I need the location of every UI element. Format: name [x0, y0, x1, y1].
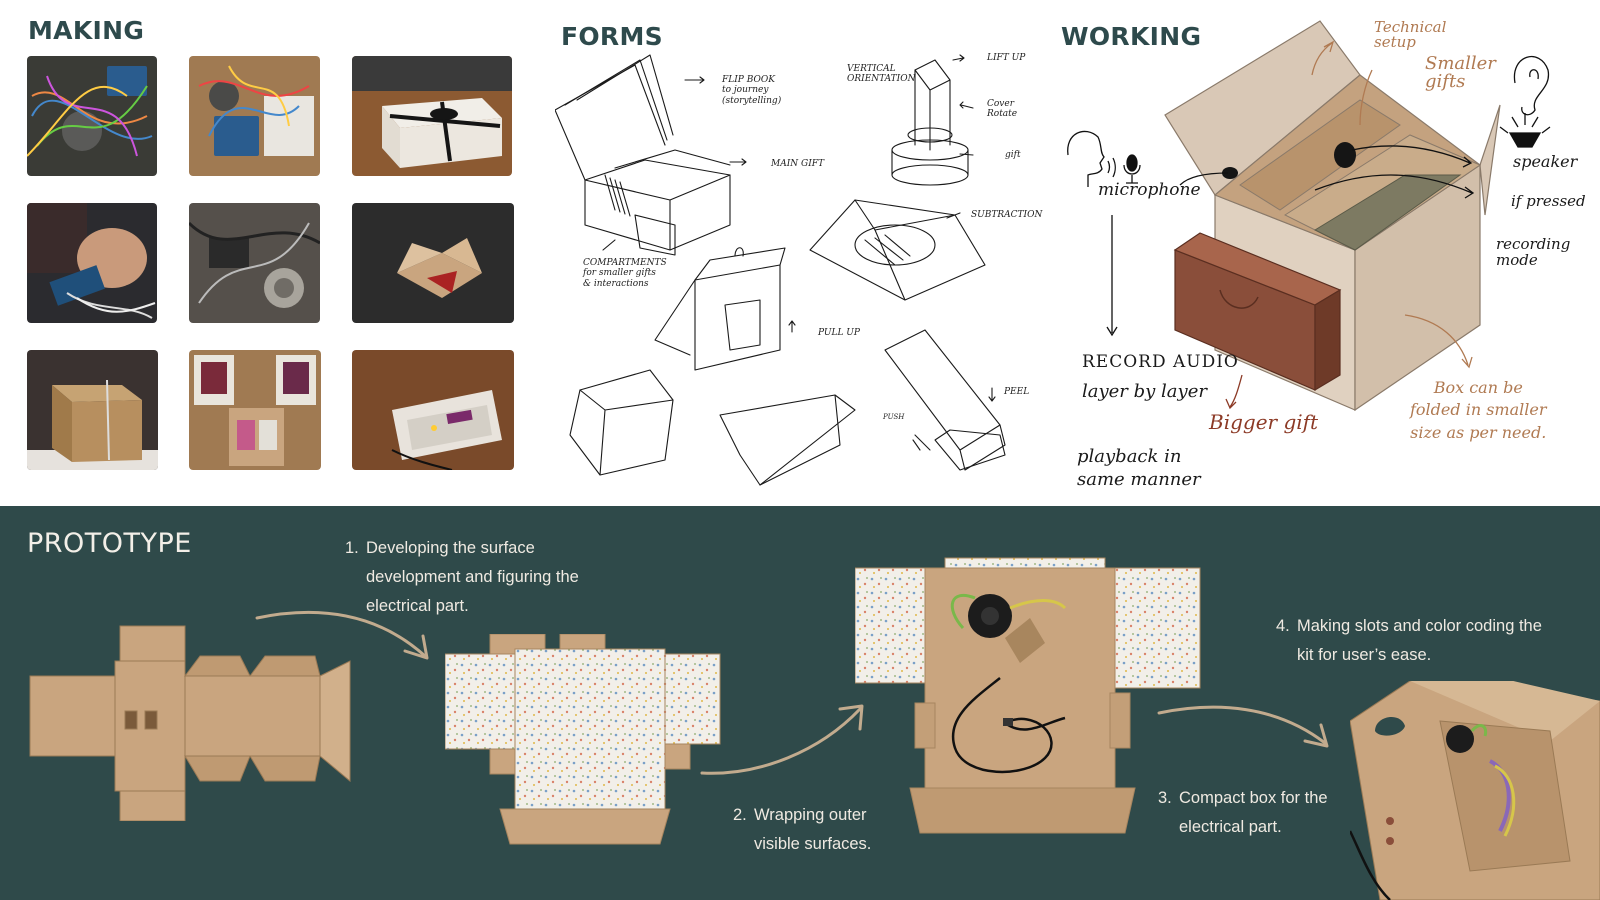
label-smaller-gifts: Smaller gifts — [1425, 53, 1496, 92]
label-subtraction: SUBTRACTION — [971, 210, 1043, 220]
forms-title: FORMS — [561, 22, 663, 51]
prototype-wrapped-net — [445, 634, 721, 845]
photo-wires-speaker — [189, 203, 320, 323]
label-box-folded: Box can be folded in smaller size as per… — [1410, 378, 1547, 442]
arrow-step-3-to-4 — [1157, 705, 1329, 748]
prototype-slot-box — [1350, 681, 1600, 900]
working-box-illustration — [1067, 20, 1551, 412]
label-microphone: microphone — [1098, 180, 1201, 200]
label-vertical-orientation: VERTICAL ORIENTATION — [847, 64, 916, 85]
label-record-audio: RECORD AUDIO — [1082, 352, 1239, 372]
photo-kraft-box — [27, 350, 158, 470]
step-1-text: 1. Developing the surface development an… — [345, 539, 579, 615]
prototype-electrical-box — [855, 557, 1201, 834]
making-title: MAKING — [28, 16, 145, 45]
label-peel: PEEL — [1004, 387, 1030, 397]
photo-breadboard — [189, 56, 320, 176]
prototype-flat-net — [29, 625, 351, 821]
photo-open-flap-box — [352, 203, 514, 323]
label-main-gift: MAIN GIFT — [771, 159, 824, 169]
label-lift-up: LIFT UP — [987, 53, 1026, 63]
label-push: PUSH — [883, 413, 905, 421]
photo-open-box-led — [352, 350, 514, 470]
arrow-step-1-to-2 — [255, 610, 429, 660]
photo-floral-box — [352, 56, 512, 176]
label-playback: playback in same manner — [1077, 446, 1201, 491]
label-compartments: COMPARTMENTS for smaller gifts & interac… — [583, 258, 667, 289]
photo-hand-board — [27, 203, 157, 323]
label-if-pressed: if pressed — [1511, 192, 1586, 210]
label-flip-book: FLIP BOOK to journey (storytelling) — [722, 75, 782, 106]
label-bigger-gift: Bigger gift — [1209, 410, 1319, 434]
label-technical-setup: Technical setup — [1374, 18, 1447, 51]
label-gift: gift — [1005, 150, 1021, 160]
label-cover-rotate: Cover Rotate — [987, 99, 1018, 120]
label-layer-by-layer: layer by layer — [1082, 381, 1207, 402]
step-3-text: 3. Compact box for the electrical part. — [1158, 789, 1328, 836]
working-title: WORKING — [1061, 22, 1202, 51]
prototype-title: PROTOTYPE — [27, 528, 192, 559]
step-2-text: 2. Wrapping outer visible surfaces. — [733, 806, 872, 853]
photo-wires-arduino — [27, 56, 157, 176]
step-4-text: 4. Making slots and color coding the kit… — [1276, 617, 1542, 664]
label-recording-mode: recording mode — [1496, 235, 1571, 269]
label-pull-up: PULL UP — [818, 328, 860, 338]
arrow-step-2-to-3 — [700, 704, 864, 775]
prototype-section: PROTOTYPE 1. Developing the surface deve… — [0, 506, 1600, 900]
photo-open-box-photos — [189, 350, 321, 470]
label-speaker: speaker — [1513, 152, 1578, 171]
forms-sketches — [555, 54, 1006, 486]
